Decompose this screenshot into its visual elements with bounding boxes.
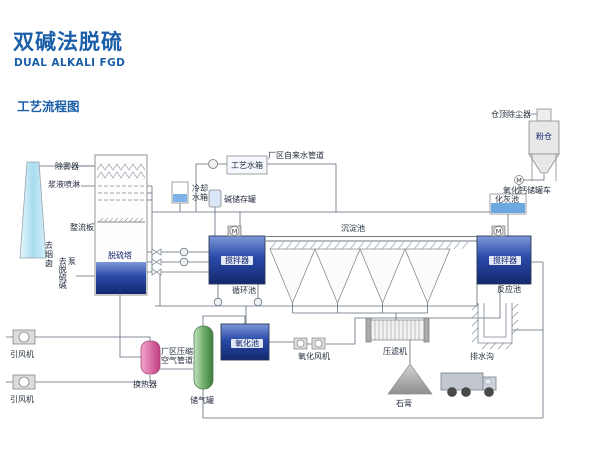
heat-exchanger-symbol bbox=[140, 340, 161, 375]
motor-label: M bbox=[516, 177, 522, 185]
label-fgd-tower: 脱硫塔 bbox=[108, 251, 132, 260]
label-cooling-water-1: 冷却 bbox=[192, 184, 208, 193]
label-drain-ditch: 排水沟 bbox=[470, 352, 494, 361]
label-cooling-water-2: 水箱 bbox=[192, 193, 208, 202]
pipes bbox=[6, 113, 545, 419]
dump-truck bbox=[440, 372, 497, 397]
label-to-fgd-alkali-pump: 去脱硫碱泵 bbox=[58, 257, 77, 289]
label-to-chimney: 去烟囱 bbox=[44, 241, 54, 268]
label-agitator-1: 搅拌器 bbox=[221, 256, 253, 266]
label-plant-tap-water: 厂区自来水管道 bbox=[268, 151, 324, 160]
id-fan-1-symbol bbox=[12, 329, 36, 345]
label-reaction-pool: 反应池 bbox=[497, 285, 521, 294]
tower-liquid bbox=[96, 262, 146, 294]
reaction-tank: M bbox=[476, 225, 532, 285]
rectifier-plate-line bbox=[97, 217, 145, 223]
label-silo-dust-collector: 仓顶除尘器 bbox=[491, 110, 531, 119]
oxidation-fan-1-symbol bbox=[293, 337, 308, 350]
label-slurry-spray: 浆液喷淋 bbox=[48, 180, 80, 189]
label-heat-exchanger: 换热器 bbox=[133, 380, 157, 389]
powder-silo-symbol bbox=[528, 108, 560, 181]
label-demister: 除雾器 bbox=[55, 162, 79, 171]
id-fan-2-symbol bbox=[12, 374, 36, 390]
label-alkali-storage-tank: 碱储存罐 bbox=[224, 195, 256, 204]
label-oxidation-pool: 氧化池 bbox=[231, 339, 263, 349]
demister-zigzag bbox=[96, 163, 146, 179]
pipe-silo-lines bbox=[512, 176, 545, 418]
drain-ditch-symbol bbox=[471, 303, 519, 350]
label-gas-holder: 储气罐 bbox=[190, 396, 214, 405]
label-compressed-air-1: 厂区压缩 bbox=[161, 347, 193, 356]
chimney bbox=[19, 161, 47, 259]
pumps bbox=[179, 247, 263, 307]
filter-press-symbol bbox=[365, 317, 430, 343]
valves bbox=[151, 248, 162, 276]
label-id-fan-1: 引风机 bbox=[10, 350, 34, 359]
silo-dust-collector-box bbox=[536, 108, 552, 122]
reaction-tank-motor: M bbox=[491, 225, 506, 237]
lime-slaking-pool-box bbox=[489, 193, 527, 215]
circulation-tank: M bbox=[208, 225, 266, 285]
page-title: 双碱法脱硫 bbox=[13, 30, 123, 54]
motor-label: M bbox=[496, 228, 502, 236]
pipe-flue-lines bbox=[6, 165, 151, 383]
label-agitator-2: 搅拌器 bbox=[489, 256, 521, 266]
label-circulation-pool: 循环池 bbox=[232, 286, 256, 295]
section-title: 工艺流程图 bbox=[17, 99, 80, 114]
alkali-storage-tank-symbol bbox=[208, 189, 222, 208]
label-rectifier-plate: 整流板 bbox=[70, 223, 94, 232]
spray-headers bbox=[98, 185, 144, 201]
circulation-tank-motor: M bbox=[227, 225, 242, 237]
process-water-pump bbox=[208, 159, 218, 169]
label-compressed-air-2: 空气管道 bbox=[161, 356, 193, 365]
label-lime-slaking-pool: 化灰池 bbox=[495, 195, 519, 204]
gypsum-pile bbox=[387, 363, 433, 395]
label-powder-silo: 粉仓 bbox=[536, 132, 552, 141]
oxidation-fan-2-symbol bbox=[311, 337, 326, 350]
rotary-feeder-motor: M bbox=[514, 175, 524, 185]
process-water-tank-box bbox=[226, 155, 268, 175]
label-oxidation-fan: 氧化风机 bbox=[298, 352, 330, 361]
page-subtitle: DUAL ALKALI FGD bbox=[14, 57, 126, 69]
label-id-fan-2: 引风机 bbox=[10, 395, 34, 404]
label-process-water-tank: 工艺水箱 bbox=[231, 161, 263, 170]
gas-holder-symbol bbox=[193, 325, 214, 390]
label-filter-press: 压滤机 bbox=[383, 347, 407, 356]
label-gypsum: 石膏 bbox=[396, 399, 412, 408]
motor-label: M bbox=[232, 228, 238, 236]
label-sedimentation-pool: 沉淀池 bbox=[341, 224, 365, 233]
fgd-tower bbox=[94, 154, 148, 296]
pipe-bottom-lines bbox=[160, 284, 543, 419]
label-cao-tank-truck: 氧化钙储罐车 bbox=[503, 186, 551, 195]
cooling-water-tank-box bbox=[171, 181, 189, 204]
sedimentation-pool-structure bbox=[266, 236, 478, 305]
pipe-pool-lines bbox=[147, 214, 509, 324]
